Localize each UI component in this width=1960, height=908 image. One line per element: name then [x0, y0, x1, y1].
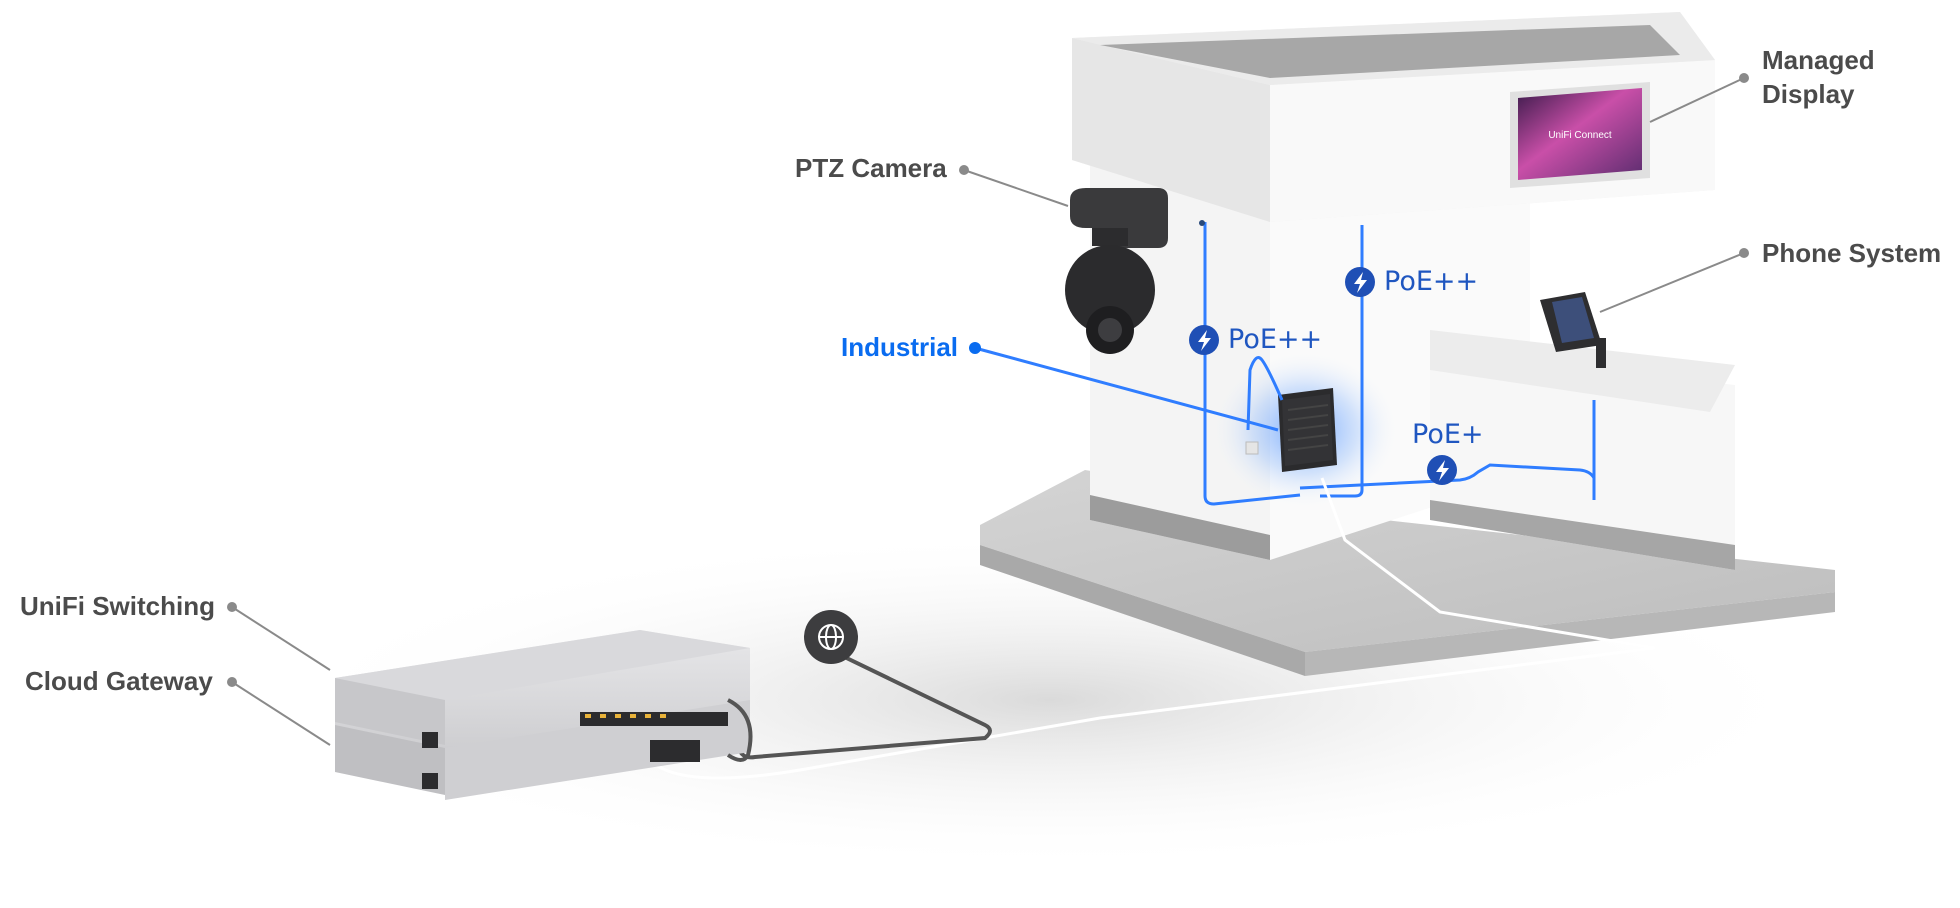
managed-display-device: UniFi Connect [1510, 82, 1650, 188]
rack-stack [335, 630, 753, 800]
managed-display-label-line2: Display [1762, 79, 1855, 109]
poe-bottom-label: PoE+ [1412, 419, 1484, 450]
poe-badge-bottom [1427, 455, 1457, 485]
poe-badge-right [1345, 267, 1375, 297]
phone-device [1540, 292, 1606, 368]
ptz-camera-device [1065, 188, 1168, 354]
poe-badge-left [1189, 325, 1219, 355]
managed-display-label: Managed Display [1762, 43, 1875, 111]
poe-cables [974, 222, 1596, 506]
phone-system-label: Phone System [1762, 238, 1942, 268]
pointer-dots [227, 73, 1749, 687]
industrial-switch-device [1245, 388, 1337, 472]
lightning-bolt-icon [1198, 330, 1211, 351]
poe-left-label: PoE++ [1228, 324, 1323, 355]
pointer-lines [231, 77, 1745, 746]
industrial-label: Industrial [841, 332, 959, 362]
display-screen-text: UniFi Connect [1548, 130, 1612, 141]
cloud-gateway-label: Cloud Gateway [25, 666, 213, 696]
lightning-bolt-icon [1436, 460, 1449, 481]
globe-icon [818, 624, 844, 650]
managed-display-label-line1: Managed [1762, 45, 1875, 75]
poe-right-label: PoE++ [1384, 266, 1479, 297]
ptz-camera-label: PTZ Camera [795, 153, 947, 183]
industrial-pointer-dot [969, 342, 981, 354]
lightning-bolt-icon [1354, 272, 1367, 293]
unifi-switching-label: UniFi Switching [20, 591, 215, 621]
globe-badge [804, 610, 858, 664]
